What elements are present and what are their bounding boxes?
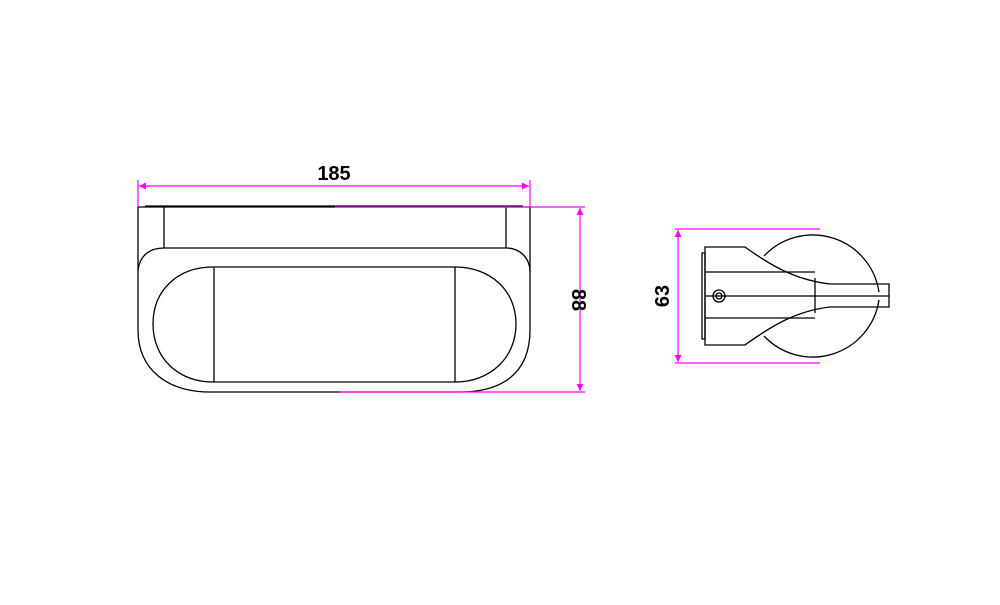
- side-dimensions: [674, 228, 820, 364]
- side-body: [704, 246, 890, 346]
- screw-inner: [715, 292, 723, 300]
- front-dimensions: [137, 180, 585, 393]
- front-shoulder: [137, 247, 531, 273]
- side-circle-bottom-arc: [763, 299, 880, 358]
- front-top-band: [163, 207, 507, 248]
- front-view: [137, 205, 531, 393]
- depth-label: 63: [652, 285, 674, 307]
- screw-icon: [712, 289, 726, 303]
- height-label: 88: [567, 289, 589, 311]
- front-body-outline: [137, 206, 531, 393]
- side-circle-top-arc: [763, 234, 880, 293]
- front-lens: [152, 266, 517, 383]
- side-view: [701, 234, 890, 358]
- width-label: 185: [317, 163, 350, 185]
- side-mount-plate: [701, 252, 706, 340]
